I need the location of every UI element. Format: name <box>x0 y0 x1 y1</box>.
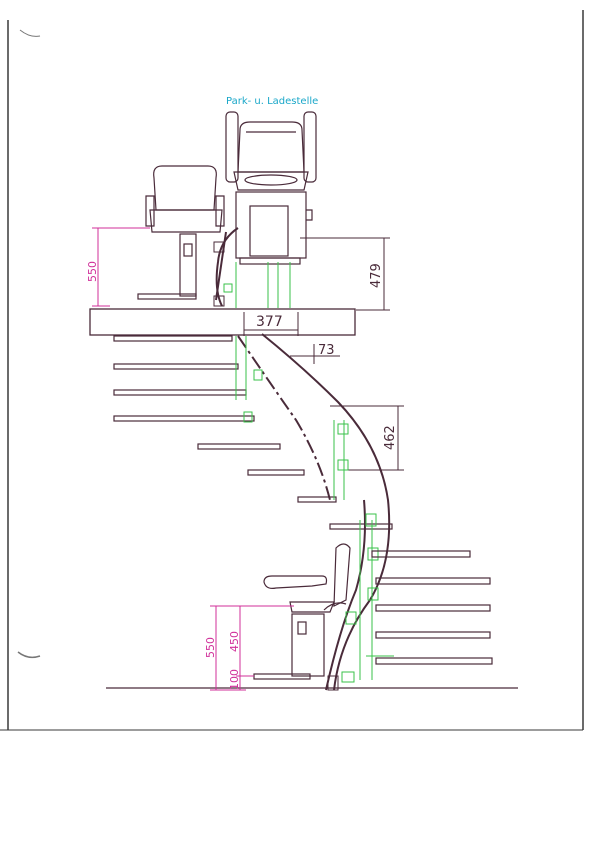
dim-upper-seat-height-label: 550 <box>86 261 99 282</box>
dim-lower-seat <box>210 605 294 691</box>
dim-lower-seat-height-label: 550 <box>204 637 217 658</box>
dim-platform-height <box>300 237 390 311</box>
scan-mark-left <box>17 651 41 659</box>
park-label: Park- u. Ladestelle <box>226 96 318 107</box>
rail-foot <box>327 675 339 691</box>
dim-rail-width-label: 377 <box>256 314 283 330</box>
upper-side-chair <box>137 165 225 300</box>
main-rail <box>237 333 391 691</box>
dim-rail-offset <box>290 344 340 364</box>
middle-green-supports <box>235 336 394 683</box>
dim-rail-width <box>243 312 299 336</box>
upper-green-supports <box>223 262 291 308</box>
dim-rail-offset-label: 73 <box>318 343 335 358</box>
dim-upper-seat-height <box>92 227 150 307</box>
rail-clamp-top-lower <box>213 295 225 307</box>
upper-landing-slab <box>89 308 356 336</box>
rail-clamp-top <box>213 241 225 253</box>
upper-rail <box>215 227 239 307</box>
upper-flight-steps <box>113 335 393 530</box>
lower-flight-steps <box>371 550 493 665</box>
dim-step-height-label: 462 <box>383 425 398 450</box>
upper-parked-chair-front <box>225 111 317 265</box>
dim-footrest-height-label: 100 <box>228 669 241 690</box>
dim-lower-seat-inner-label: 450 <box>228 631 241 652</box>
dim-platform-height-label: 479 <box>369 263 384 288</box>
lower-chair-side <box>253 543 351 680</box>
scan-mark-top <box>19 29 41 37</box>
